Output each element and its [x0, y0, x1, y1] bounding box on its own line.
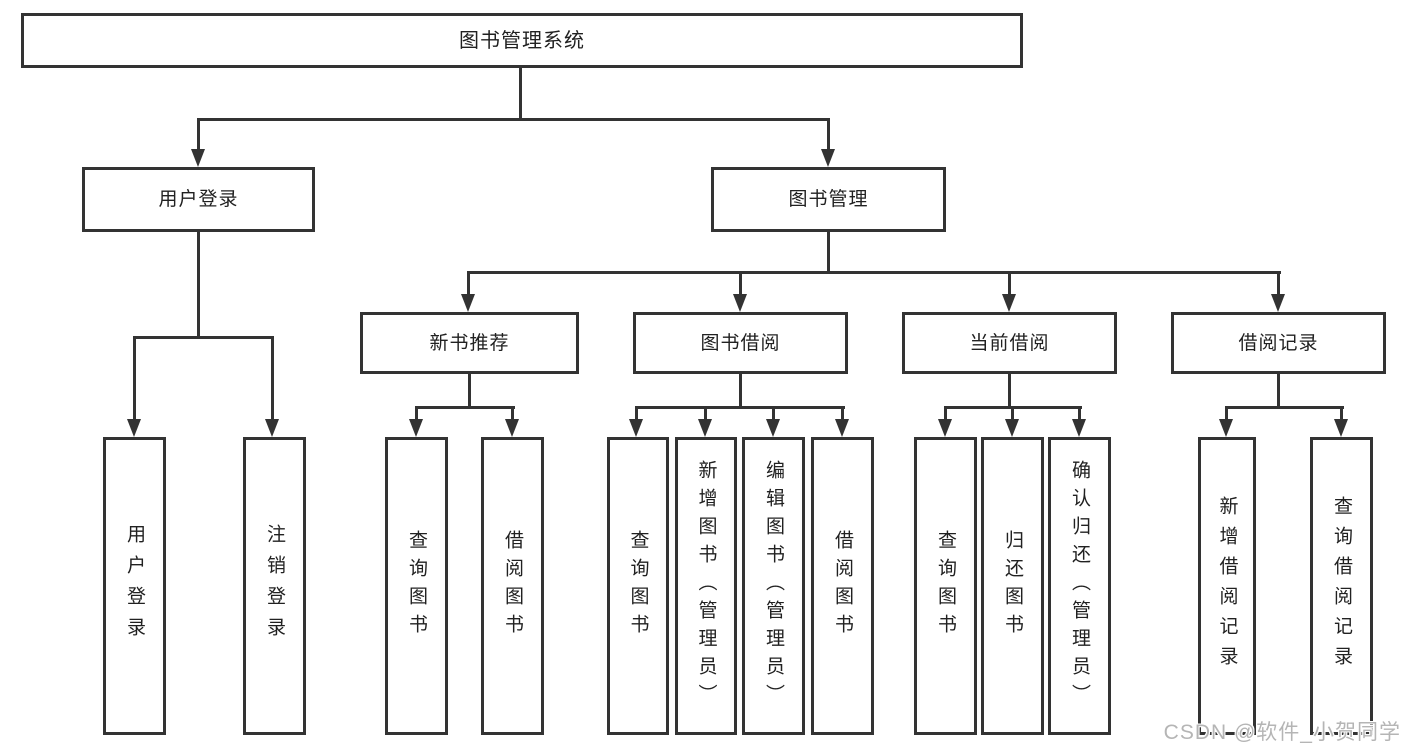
leaf-query-books-recommend: 查询图书	[385, 437, 448, 735]
arrowhead-down	[409, 419, 423, 437]
connector-drop	[841, 406, 844, 419]
arrowhead-down	[1219, 419, 1233, 437]
connector-drop	[1340, 406, 1343, 419]
node-current-borrow: 当前借阅	[902, 312, 1117, 374]
connector-root-stem	[519, 68, 522, 118]
connector-book-management-stem	[827, 232, 830, 273]
node-book-borrow: 图书借阅	[633, 312, 848, 374]
arrowhead-book-management	[821, 149, 835, 167]
arrowhead-leaf-logout	[265, 419, 279, 437]
connector-borrow-records-stem	[1277, 374, 1280, 406]
leaf-add-borrow-record: 新增借阅记录	[1198, 437, 1256, 735]
arrowhead-down	[698, 419, 712, 437]
arrowhead-down	[629, 419, 643, 437]
root-node: 图书管理系统	[21, 13, 1023, 68]
connector-drop-current-borrow	[1008, 271, 1011, 294]
leaf-borrow-books: 借阅图书	[811, 437, 874, 735]
leaf-logout: 注销登录	[243, 437, 306, 735]
arrowhead-current-borrow	[1002, 294, 1016, 312]
leaf-query-books-borrow: 查询图书	[607, 437, 669, 735]
leaf-borrow-books-recommend: 借阅图书	[481, 437, 544, 735]
arrowhead-down	[1334, 419, 1348, 437]
connector-book-management-bar	[467, 271, 1281, 274]
connector-drop-leaf-logout	[271, 336, 274, 419]
arrowhead-down	[1072, 419, 1086, 437]
connector-drop	[415, 406, 418, 419]
node-book-management: 图书管理	[711, 167, 946, 232]
leaf-query-books-current: 查询图书	[914, 437, 977, 735]
node-new-book-recommend: 新书推荐	[360, 312, 579, 374]
connector-drop	[1225, 406, 1228, 419]
leaf-user-login: 用户登录	[103, 437, 166, 735]
arrowhead-book-borrow	[733, 294, 747, 312]
leaf-add-books-admin: 新增图书（管理员）	[675, 437, 737, 735]
connector-drop	[704, 406, 707, 419]
connector-recommend-stem	[468, 374, 471, 406]
leaf-return-books: 归还图书	[981, 437, 1044, 735]
arrowhead-user-login	[191, 149, 205, 167]
connector-drop-leaf-user-login	[133, 336, 136, 419]
connector-drop-user-login	[197, 118, 200, 149]
connector-drop	[944, 406, 947, 419]
arrowhead-down	[1005, 419, 1019, 437]
node-borrow-records: 借阅记录	[1171, 312, 1386, 374]
connector-drop-book-management	[827, 118, 830, 149]
connector-borrow-records-bar	[1225, 406, 1344, 409]
connector-book-borrow-stem	[739, 374, 742, 406]
connector-recommend-bar	[415, 406, 515, 409]
connector-book-borrow-bar	[635, 406, 845, 409]
connector-current-borrow-stem	[1008, 374, 1011, 406]
leaf-edit-books-admin: 编辑图书（管理员）	[742, 437, 805, 735]
leaf-query-borrow-record: 查询借阅记录	[1310, 437, 1373, 735]
connector-user-login-stem	[197, 232, 200, 336]
connector-drop	[1011, 406, 1014, 419]
connector-drop-borrow-records	[1277, 271, 1280, 294]
arrowhead-down	[938, 419, 952, 437]
connector-drop	[1078, 406, 1081, 419]
connector-drop	[635, 406, 638, 419]
connector-drop	[511, 406, 514, 419]
connector-drop	[772, 406, 775, 419]
arrowhead-down	[766, 419, 780, 437]
arrowhead-borrow-records	[1271, 294, 1285, 312]
csdn-watermark: CSDN @软件_小贺同学	[1163, 721, 1401, 744]
connector-user-login-bar	[133, 336, 273, 339]
arrowhead-leaf-user-login	[127, 419, 141, 437]
node-user-login: 用户登录	[82, 167, 315, 232]
arrowhead-down	[835, 419, 849, 437]
leaf-confirm-return-admin: 确认归还（管理员）	[1048, 437, 1111, 735]
connector-drop-new-book-recommend	[467, 271, 470, 294]
connector-root-bar	[197, 118, 830, 121]
connector-drop-book-borrow	[739, 271, 742, 294]
arrowhead-new-book-recommend	[461, 294, 475, 312]
arrowhead-down	[505, 419, 519, 437]
